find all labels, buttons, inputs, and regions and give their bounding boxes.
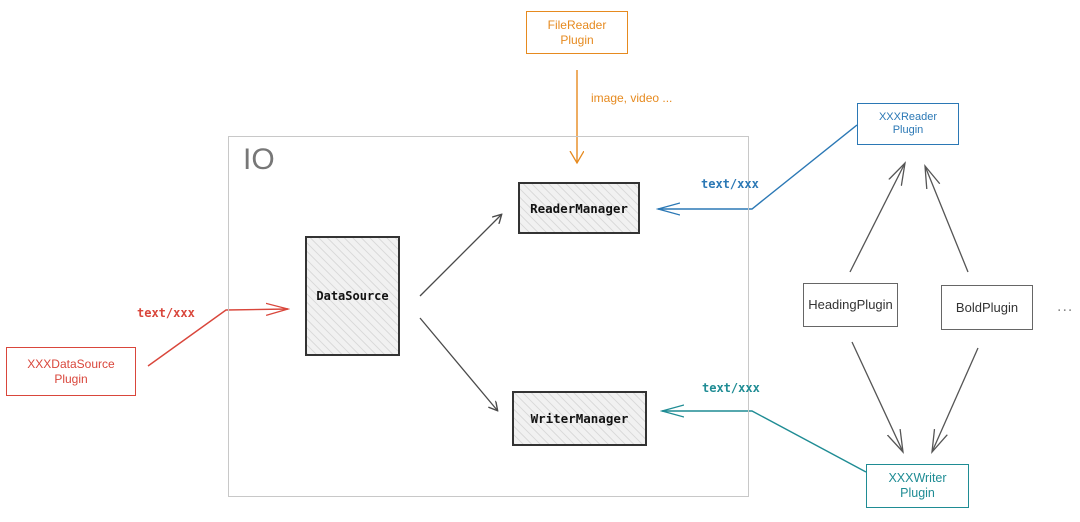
reader-manager-label: ReaderManager (530, 200, 628, 216)
filereader-plugin-node[interactable]: FileReader Plugin (526, 11, 628, 54)
writer-plugin-arrow (662, 411, 867, 473)
bold-plugin-label: BoldPlugin (955, 299, 1019, 315)
writer-manager-label: WriterManager (530, 411, 629, 426)
xxx-datasource-plugin-label: XXXDataSource Plugin (27, 357, 115, 386)
xxx-writer-plugin-node[interactable]: XXXWriter Plugin (866, 464, 969, 508)
datasource-plugin-arrow (147, 309, 288, 367)
datasource-label: DataSource (316, 288, 389, 303)
xxx-writer-plugin-label: XXXWriter Plugin (888, 471, 947, 500)
xxx-reader-plugin-label: XXXReader Plugin (878, 110, 938, 136)
datasource-to-writer-arrow (419, 317, 497, 410)
datasource-node[interactable]: DataSource (305, 236, 400, 356)
xxx-reader-plugin-node[interactable]: XXXReader Plugin (857, 103, 959, 145)
bold-to-reader-arrow (925, 166, 969, 273)
reader-manager-node[interactable]: ReaderManager (518, 182, 640, 234)
heading-plugin-node[interactable]: HeadingPlugin (803, 283, 898, 327)
heading-plugin-label: HeadingPlugin (808, 297, 893, 313)
filereader-plugin-label: FileReader Plugin (547, 18, 607, 47)
heading-to-writer-arrow (851, 341, 903, 452)
bold-to-writer-arrow (932, 347, 979, 452)
xxx-datasource-plugin-node[interactable]: XXXDataSource Plugin (6, 347, 136, 396)
datasource-input-label: text/xxx (137, 306, 195, 320)
writer-input-label: text/xxx (702, 381, 760, 395)
io-label: IO (243, 143, 275, 176)
reader-plugin-arrow (658, 124, 858, 209)
datasource-to-reader-arrow (419, 215, 501, 297)
writer-manager-node[interactable]: WriterManager (512, 391, 647, 446)
io-container: IO (228, 136, 749, 497)
filereader-input-label: image, video ... (591, 91, 673, 105)
bold-plugin-node[interactable]: BoldPlugin (941, 285, 1033, 330)
more-plugins-ellipsis: ... (1057, 298, 1074, 315)
reader-input-label: text/xxx (701, 177, 759, 191)
heading-to-reader-arrow (849, 163, 905, 273)
